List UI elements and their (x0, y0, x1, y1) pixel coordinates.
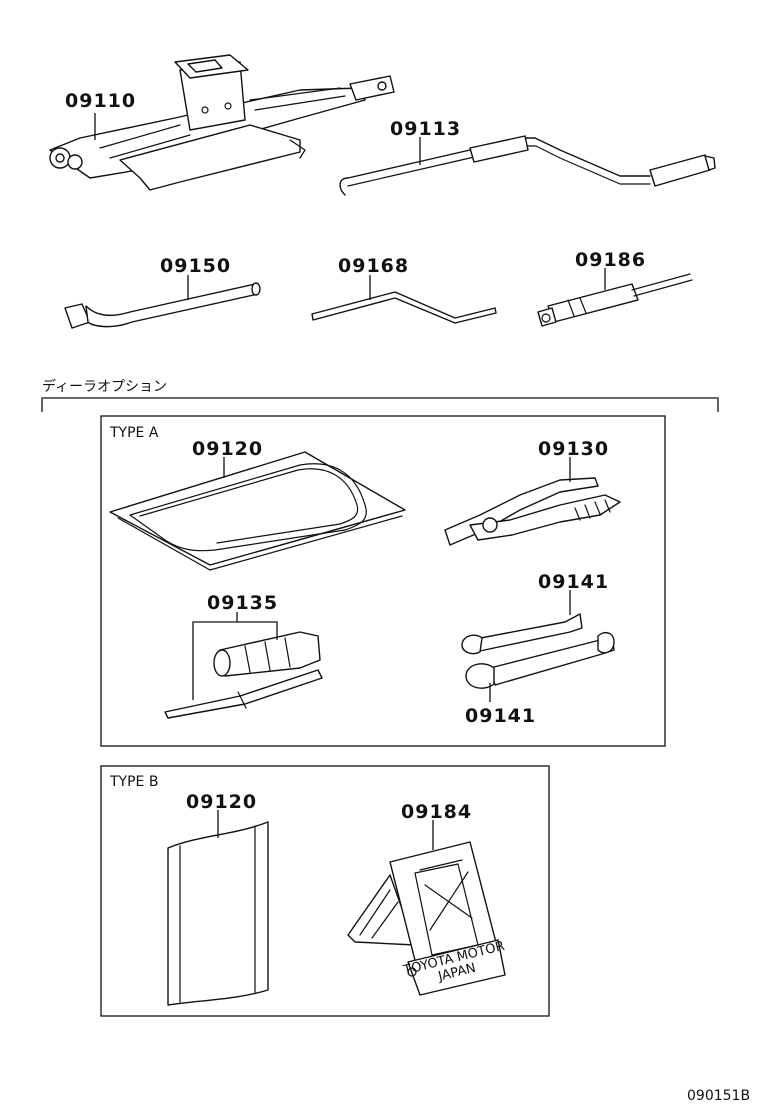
diagram-id: 090151B (687, 1088, 750, 1104)
part-number-09141-b: 09141 (465, 705, 536, 727)
leader-09135 (192, 621, 278, 700)
part-number-09130: 09130 (538, 438, 609, 460)
open-wrench-large-illustration (465, 631, 615, 689)
crank-rod-illustration (311, 291, 497, 324)
tool-bag-illustration (109, 451, 406, 571)
part-number-09110: 09110 (65, 90, 136, 112)
part-number-09150: 09150 (160, 255, 231, 277)
pliers-illustration (444, 477, 621, 546)
type-a-box (100, 415, 666, 747)
type-b-label: TYPE B (109, 774, 158, 790)
type-a-label: TYPE A (109, 425, 159, 441)
part-number-09186: 09186 (575, 249, 646, 271)
tool-pouch-illustration (167, 821, 269, 1006)
warning-reflector-illustration (347, 841, 506, 996)
screwdriver-illustration (164, 631, 323, 719)
part-number-09120-a: 09120 (192, 438, 263, 460)
type-b-box (100, 765, 550, 1017)
wheel-wrench-illustration (64, 282, 261, 329)
part-number-09141-a: 09141 (538, 571, 609, 593)
jack-handle-illustration (339, 135, 716, 196)
part-number-09135: 09135 (207, 592, 278, 614)
part-number-09113: 09113 (390, 118, 461, 140)
part-number-09168: 09168 (338, 255, 409, 277)
jack-illustration (49, 54, 395, 191)
part-number-09120-b: 09120 (186, 791, 257, 813)
open-wrench-small-illustration (461, 613, 583, 655)
dealer-option-label: ディーラオプション (42, 378, 167, 395)
dealer-option-bracket (41, 397, 719, 412)
extension-bar-illustration (537, 273, 693, 327)
part-number-09184: 09184 (401, 801, 472, 823)
